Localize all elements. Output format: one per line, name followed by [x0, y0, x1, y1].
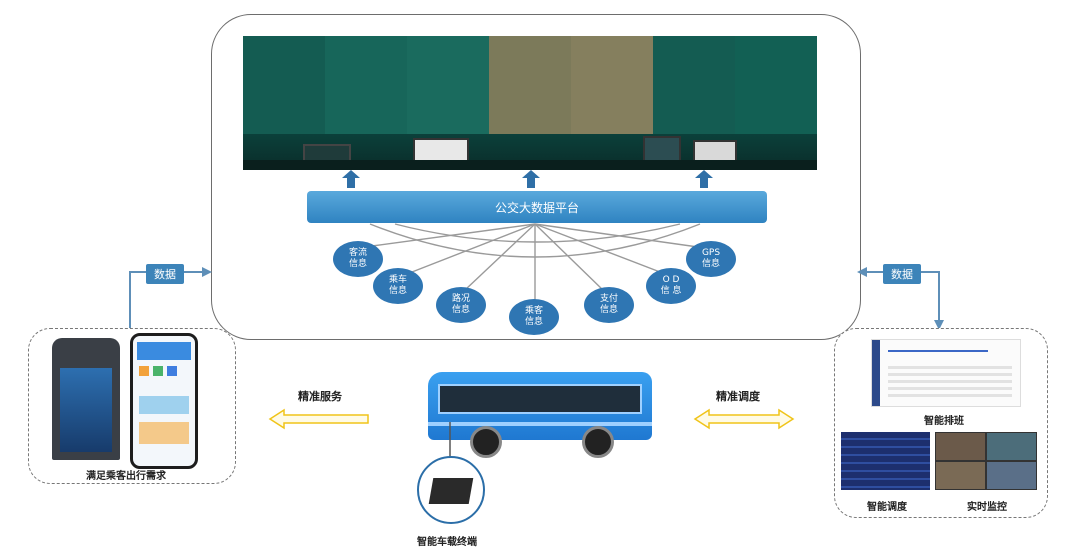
bus-stop-screen	[52, 338, 120, 460]
monitor-screen	[935, 432, 1037, 490]
scheduling-screen	[871, 339, 1021, 407]
right-data-tag: 数据	[883, 264, 921, 284]
passenger-caption: 满足乘客出行需求	[86, 467, 166, 482]
dispatch-arrow	[693, 408, 795, 430]
source-traffic: 路况信息	[436, 287, 486, 323]
terminal-circle	[417, 456, 485, 524]
monitor-caption: 实时监控	[967, 498, 1007, 513]
terminal-connector	[440, 420, 460, 460]
bus-wheel-front	[470, 426, 502, 458]
dispatch-screen	[841, 432, 930, 490]
service-label: 精准服务	[298, 388, 342, 404]
dispatch-label: 精准调度	[716, 388, 760, 404]
smartphone	[130, 333, 198, 469]
source-passenger: 乘客信息	[509, 299, 559, 335]
source-passenger-flow: 客流信息	[333, 241, 383, 277]
terminal-caption: 智能车载终端	[417, 533, 477, 548]
bus-wheel-rear	[582, 426, 614, 458]
source-boarding: 乘车信息	[373, 268, 423, 304]
left-data-tag: 数据	[146, 264, 184, 284]
dispatch-caption: 智能调度	[867, 498, 907, 513]
source-payment: 支付信息	[584, 287, 634, 323]
bus-body	[428, 372, 652, 440]
service-arrow	[268, 408, 370, 430]
scheduling-caption: 智能排班	[924, 412, 964, 427]
